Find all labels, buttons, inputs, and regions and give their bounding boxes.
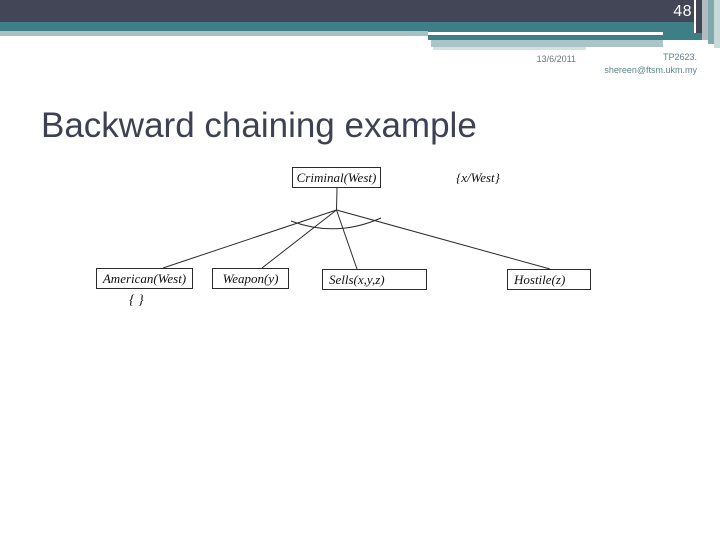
slide-contact-block: TP2623. shereen@ftsm.ukm.my [500, 51, 697, 77]
header-bar-dark [0, 0, 720, 22]
slide-date: 13/6/2011 [536, 54, 576, 64]
corner-stripe-white [694, 0, 696, 33]
course-code: TP2623. [662, 52, 697, 62]
header-strip-left [0, 31, 430, 36]
corner-stripe-dark [696, 0, 702, 33]
corner-stripe-pale [714, 0, 720, 48]
author-email: shereen@ftsm.ukm.my [604, 65, 697, 75]
header-strip-right-gray-light [433, 47, 586, 50]
node-sells: Sells(x,y,z) [322, 269, 427, 290]
node-weapon: Weapon(y) [212, 268, 289, 289]
node-american: American(West) [96, 268, 193, 289]
corner-stripe-teal [708, 0, 714, 44]
empty-substitution-label: { } [129, 293, 144, 308]
substitution-label: {x/West} [456, 170, 500, 185]
slide-title: Backward chaining example [41, 106, 477, 145]
header-strip-right-teal [428, 31, 712, 40]
header-strip-right-gray [431, 40, 663, 47]
header-strip-right-white [428, 32, 663, 35]
node-criminal: Criminal(West) [292, 167, 381, 188]
header-bar-teal [0, 22, 720, 31]
and-arc [290, 217, 382, 230]
corner-stripe-gray [702, 0, 708, 40]
slide-page-number: 48 [673, 3, 692, 20]
node-hostile: Hostile(z) [507, 269, 591, 290]
